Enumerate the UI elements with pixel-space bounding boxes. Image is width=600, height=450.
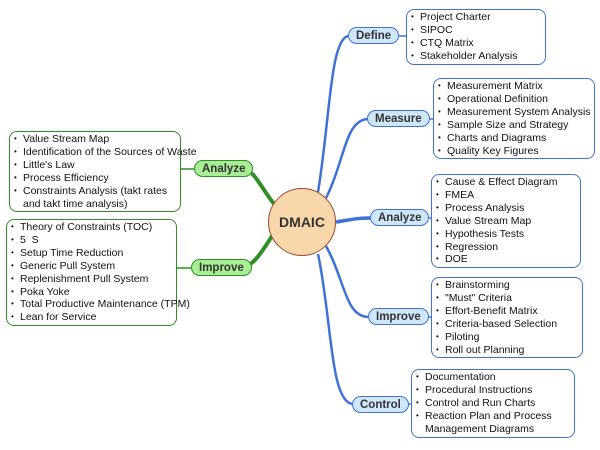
list-item: Poka Yoke	[11, 286, 172, 299]
list-item: Hypothesis Tests	[436, 228, 576, 241]
analyze-left-items-box: Value Stream Map Identification of the S…	[9, 131, 197, 213]
list-item: Criteria-based Selection	[436, 318, 578, 331]
list-item: Generic Pull System	[11, 260, 172, 273]
list-item: Reaction Plan and Process Management Dia…	[416, 410, 570, 436]
link-control	[316, 253, 353, 406]
analyze-right-items-box: Cause & Effect Diagram FMEA Process Anal…	[431, 174, 581, 269]
list-item: Stakeholder Analysis	[411, 50, 541, 63]
list-item: Process Analysis	[436, 202, 576, 215]
list-item: Process Efficiency	[14, 172, 176, 185]
link-improve-right	[324, 245, 369, 319]
list-item: DOE	[436, 253, 576, 266]
node-measure[interactable]: Measure	[367, 110, 430, 127]
list-item: Operational Definition	[438, 93, 590, 106]
improve-right-items-box: Brainstorming "Must" Criteria Effort-Ben…	[431, 277, 583, 359]
define-items-box: Project Charter SIPOC CTQ Matrix Stakeho…	[406, 9, 546, 65]
list-item: "Must" Criteria	[436, 292, 578, 305]
list-item: FMEA	[436, 189, 576, 202]
list-item: Quality Key Figures	[438, 145, 590, 158]
node-analyze-right[interactable]: Analyze	[370, 209, 430, 226]
measure-items-box: Measurement Matrix Operational Definitio…	[433, 78, 595, 160]
list-item: Charts and Diagrams	[438, 132, 590, 145]
node-improve-right[interactable]: Improve	[368, 308, 429, 325]
list-item: Cause & Effect Diagram	[436, 176, 576, 189]
list-item: Project Charter	[411, 11, 541, 24]
list-item: CTQ Matrix	[411, 37, 541, 50]
control-items-box: Documentation Procedural Instructions Co…	[411, 369, 575, 438]
list-item: Measurement Matrix	[438, 80, 590, 93]
list-item: Piloting	[436, 331, 578, 344]
list-item: Value Stream Map	[14, 133, 176, 146]
list-item: Measurement System Analysis	[438, 106, 591, 119]
list-item: Value Stream Map	[436, 215, 576, 228]
list-item: Effort-Benefit Matrix	[436, 305, 578, 318]
list-item: Total Productive Maintenance (TPM)	[11, 298, 190, 311]
list-item: Little's Law	[14, 159, 176, 172]
improve-left-items-box: Theory of Constraints (TOC) 5 S Setup Ti…	[6, 219, 190, 327]
list-item: SIPOC	[411, 24, 541, 37]
dmaic-center-node[interactable]: DMAIC	[268, 188, 336, 256]
list-item: Constraints Analysis (takt rates and tak…	[14, 185, 176, 211]
link-define	[316, 34, 349, 193]
list-item: Replenishment Pull System	[11, 273, 172, 286]
list-item: Control and Run Charts	[416, 397, 570, 410]
list-item: 5 S	[11, 234, 172, 247]
list-item: Roll out Planning	[436, 344, 578, 357]
list-item: Setup Time Reduction	[11, 247, 172, 260]
link-measure	[324, 117, 369, 199]
list-item: Theory of Constraints (TOC)	[11, 221, 172, 234]
node-control[interactable]: Control	[352, 396, 409, 413]
node-improve-left[interactable]: Improve	[191, 259, 252, 276]
list-item: Lean for Service	[11, 311, 172, 324]
node-define[interactable]: Define	[348, 27, 400, 44]
list-item: Brainstorming	[436, 279, 578, 292]
node-analyze-left[interactable]: Analyze	[194, 160, 254, 177]
list-item: Identification of the Sources of Waste	[14, 146, 197, 159]
list-item: Procedural Instructions	[416, 384, 570, 397]
list-item: Documentation	[416, 371, 570, 384]
list-item: Sample Size and Strategy	[438, 119, 590, 132]
list-item: Regression	[436, 241, 576, 254]
link-analyze-right	[335, 216, 373, 224]
